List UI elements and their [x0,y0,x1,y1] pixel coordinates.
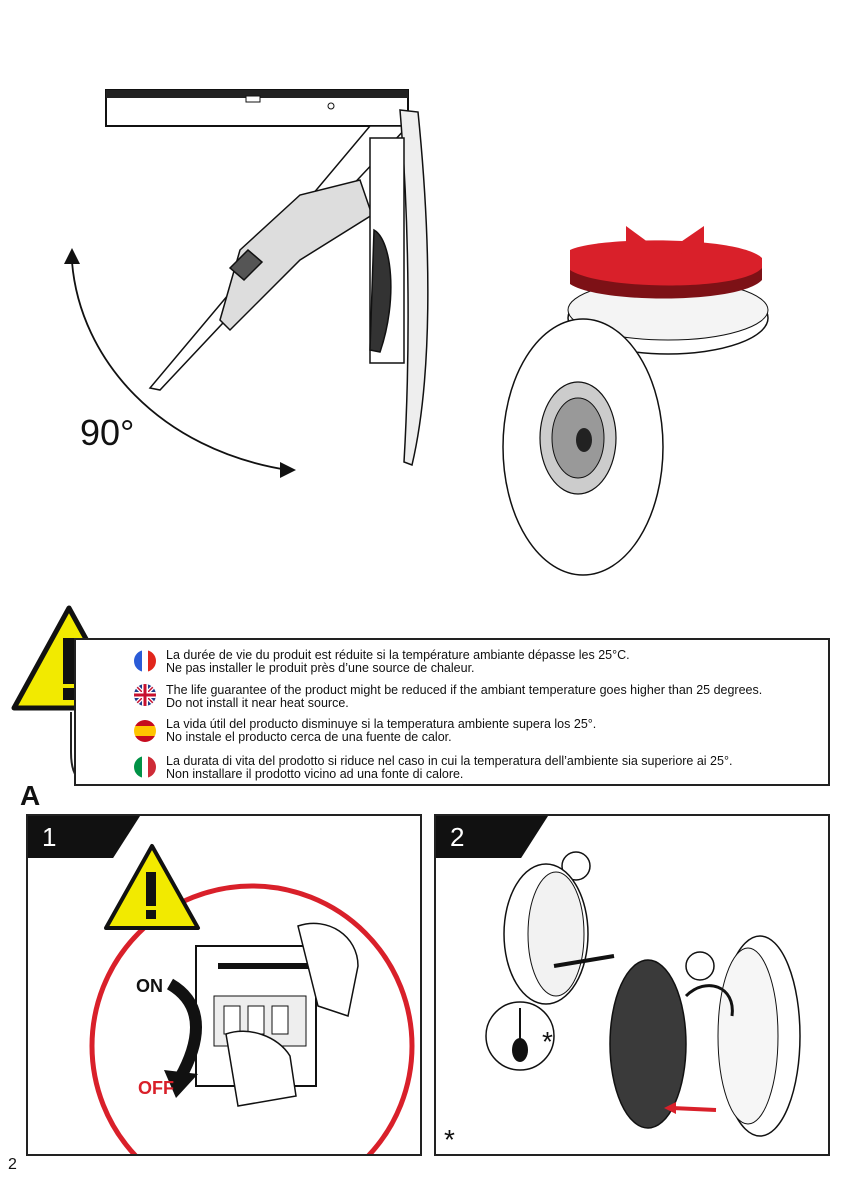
off-label: OFF [138,1078,174,1098]
ceiling-mount-plate [105,89,409,127]
step-2-panel: 2 * * [434,814,830,1156]
footnote-asterisk: * [444,1124,455,1155]
warning-es-line1: La vida útil del producto disminuye si l… [166,717,597,731]
rotation-arrows-icon [570,226,762,299]
step-2-tab: 2 [436,816,548,858]
disassembly-illustration [485,851,801,1137]
breaker-illustration [89,844,415,1154]
step-1-panel: 1 ON OFF [26,814,422,1156]
warning-es-line2: No instale el producto cerca de una fuen… [166,730,452,744]
spain-flag-icon [134,720,156,742]
warning-en-line1: The life guarantee of the product might … [166,683,763,697]
step-1-number: 1 [42,822,57,852]
warning-en-line2: Do not install it near heat source. [166,696,349,710]
screwdriver-footnote-marker: * [542,1026,553,1057]
angle-label: 90° [80,412,135,453]
page-number: 2 [8,1156,17,1173]
step-2-number: 2 [450,822,465,852]
on-label: ON [136,976,163,996]
top-illustrations [64,89,769,576]
warning-it-line1: La durata di vita del prodotto si riduce… [166,754,733,768]
section-letter: A [20,780,41,811]
warning-fr-line2: Ne pas installer le produit près d’une s… [166,661,475,675]
round-lamp-front [502,279,769,576]
france-flag-icon [134,650,156,672]
italy-flag-icon [134,756,156,778]
warning-text-box: La durée de vie du produit est réduite s… [74,638,830,786]
warning-it-line2: Non installare il prodotto vicino ad una… [166,767,464,781]
uk-flag-icon [134,684,156,706]
warning-fr-line1: La durée de vie du produit est réduite s… [166,648,630,662]
lamp-hinged-open [148,109,429,467]
rotation-90-arrow [64,248,296,478]
